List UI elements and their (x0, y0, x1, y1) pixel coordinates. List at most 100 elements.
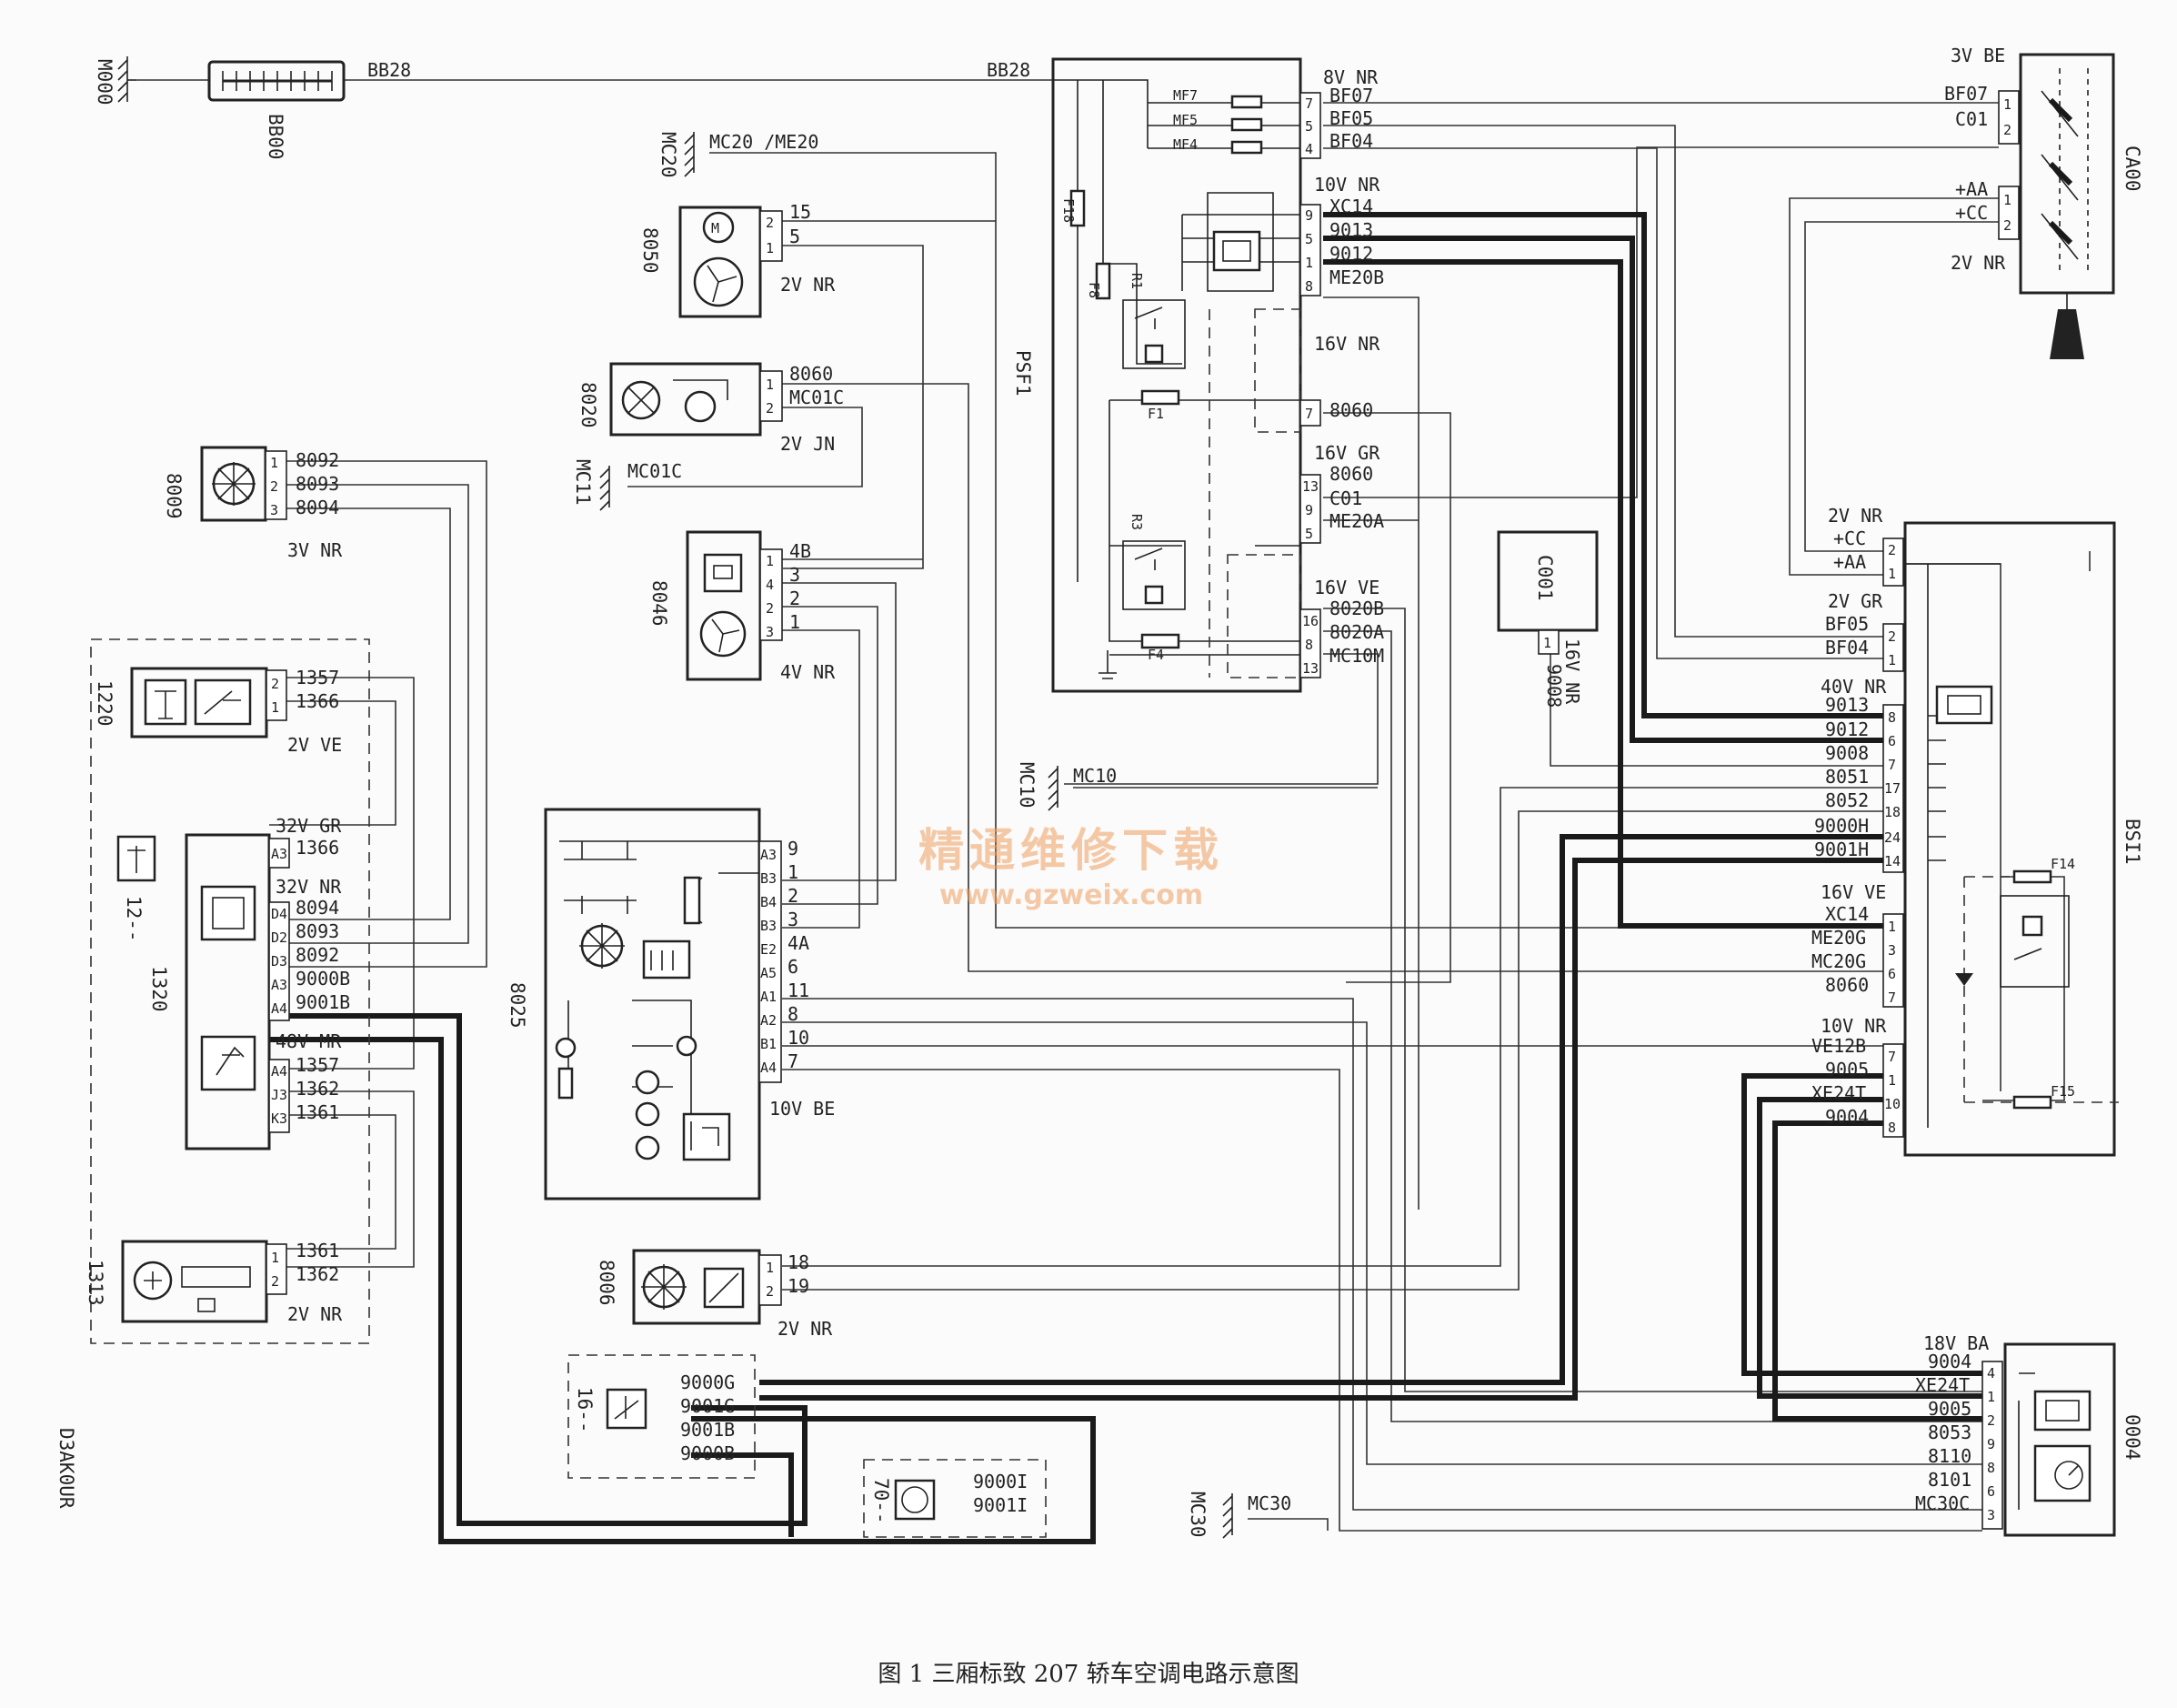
svg-text:16V VE: 16V VE (1821, 881, 1886, 903)
svg-text:10: 10 (788, 1027, 809, 1049)
svg-text:BF04: BF04 (1329, 130, 1373, 152)
svg-text:48V MR: 48V MR (276, 1030, 342, 1052)
svg-text:2: 2 (766, 600, 774, 617)
fuse-f8: F8 (1086, 282, 1102, 298)
ground-label-mc30: MC30 (1187, 1492, 1209, 1538)
svg-text:8: 8 (1888, 1120, 1896, 1136)
ground-mc11: MC11 MC01C (572, 459, 682, 511)
bsi1-module: BSI1 F14 F15 2V NR 2 1 +CC +AA 2V GR 2 1… (1811, 505, 2143, 1157)
c8046-code: 8046 (648, 580, 670, 627)
ground-mc10: MC10 MC10 (1016, 762, 1117, 811)
svg-text:8053: 8053 (1928, 1422, 1971, 1443)
svg-text:1: 1 (766, 377, 774, 393)
svg-text:9001H: 9001H (1814, 839, 1869, 860)
svg-text:2: 2 (2003, 217, 2011, 234)
svg-text:19: 19 (788, 1275, 809, 1297)
svg-text:2: 2 (270, 478, 278, 495)
svg-text:ME20G: ME20G (1811, 927, 1866, 949)
c8020-code: 8020 (577, 382, 599, 428)
svg-text:2: 2 (1888, 542, 1896, 558)
c12-code: 12-- (123, 896, 145, 942)
psf1-header-1: 8V NR (1323, 66, 1379, 88)
svg-text:1: 1 (1305, 255, 1313, 271)
svg-text:9004: 9004 (1928, 1351, 1971, 1372)
key-icon (2050, 293, 2084, 359)
svg-text:+AA: +AA (1833, 551, 1866, 573)
svg-text:8: 8 (1888, 709, 1896, 726)
svg-text:K3: K3 (271, 1110, 287, 1127)
svg-text:1361: 1361 (296, 1240, 339, 1261)
svg-text:1: 1 (271, 1250, 279, 1266)
svg-text:6: 6 (1987, 1483, 1995, 1500)
svg-text:B3: B3 (760, 870, 777, 887)
svg-text:A1: A1 (760, 989, 777, 1005)
svg-text:B4: B4 (760, 894, 777, 910)
svg-text:D3: D3 (271, 953, 287, 970)
svg-text:1: 1 (2003, 96, 2011, 113)
svg-text:BF05: BF05 (1329, 107, 1373, 129)
component-0004: 0004 18V BA 4 1 2 9 8 6 3 9004 XE24T 900… (1915, 1332, 2143, 1537)
svg-text:2V NR: 2V NR (778, 1318, 833, 1340)
svg-text:10V NR: 10V NR (1821, 1015, 1887, 1037)
svg-text:8052: 8052 (1825, 789, 1869, 811)
ground-label-m000: M000 (94, 59, 115, 105)
c1220-code: 1220 (94, 680, 115, 727)
psf1-code: PSF1 (1012, 350, 1034, 397)
ca00-header: 3V BE (1951, 45, 2005, 66)
svg-text:A4: A4 (271, 1063, 287, 1080)
svg-text:MC01C: MC01C (627, 460, 682, 482)
svg-text:18V BA: 18V BA (1923, 1332, 1989, 1354)
svg-text:3: 3 (1888, 942, 1896, 959)
svg-text:1: 1 (789, 611, 800, 633)
psf1-module-icon (1212, 230, 1261, 272)
svg-text:D2: D2 (271, 929, 287, 946)
svg-text:8020B: 8020B (1329, 598, 1384, 619)
svg-text:11: 11 (788, 980, 809, 1001)
svg-text:8060: 8060 (1329, 463, 1373, 485)
psf1-header-5: 16V VE (1314, 577, 1379, 598)
svg-text:8060: 8060 (789, 363, 833, 385)
svg-text:4: 4 (766, 577, 774, 593)
svg-text:+CC: +CC (1955, 202, 1988, 224)
svg-text:9000B: 9000B (680, 1442, 735, 1464)
svg-text:3: 3 (270, 502, 278, 518)
svg-text:8060: 8060 (1825, 974, 1869, 996)
bsi1-code: BSI1 (2122, 819, 2143, 865)
c16-code: 16-- (574, 1387, 596, 1433)
svg-text:6: 6 (1888, 966, 1896, 982)
svg-text:5: 5 (1305, 118, 1313, 135)
psf1-pins-1: 7 5 4 BF07 BF05 BF04 (1299, 85, 1373, 159)
svg-text:+CC: +CC (1833, 527, 1866, 549)
relay-r3-label: R3 (1129, 514, 1145, 530)
svg-text:ME20A: ME20A (1329, 510, 1384, 532)
psf1-in-wire: BB28 (987, 59, 1030, 81)
svg-text:2V NR: 2V NR (287, 1303, 343, 1325)
ground-label-mc11: MC11 (572, 459, 594, 506)
svg-text:6: 6 (788, 956, 798, 978)
svg-text:1: 1 (766, 1260, 774, 1276)
component-1313: 1313 1 2 1361 1362 2V NR (85, 1240, 343, 1325)
battery-wire-label: BB28 (367, 59, 411, 81)
component-12: 12-- (116, 835, 156, 942)
svg-text:2V NR: 2V NR (1828, 505, 1883, 527)
svg-text:6: 6 (1888, 733, 1896, 749)
component-1220: 1220 2 1 1357 1366 2V VE (94, 667, 342, 756)
svg-text:B1: B1 (760, 1036, 777, 1052)
svg-text:4V NR: 4V NR (780, 661, 836, 683)
svg-text:3V NR: 3V NR (287, 539, 343, 561)
psf1-fuses: MF7 MF5 MF4 F18 F8 F1 F4 (1060, 87, 1263, 663)
svg-text:7: 7 (1888, 1049, 1896, 1065)
svg-text:1: 1 (1888, 566, 1896, 582)
c8006-code: 8006 (596, 1260, 617, 1306)
svg-text:BF07: BF07 (1944, 83, 1988, 105)
figure-caption: 图 1 三厢标致 207 轿车空调电路示意图 (878, 1661, 1299, 1688)
svg-text:1: 1 (1888, 652, 1896, 668)
svg-text:C01: C01 (1329, 487, 1362, 509)
svg-text:8092: 8092 (296, 449, 339, 471)
svg-text:9: 9 (1987, 1436, 1995, 1452)
watermark-title: 精通维修下载 (918, 824, 1224, 877)
svg-text:4B: 4B (789, 540, 811, 562)
relay-r3: R3 (1122, 514, 1186, 610)
svg-text:M: M (711, 220, 719, 236)
svg-text:10: 10 (1884, 1096, 1901, 1112)
